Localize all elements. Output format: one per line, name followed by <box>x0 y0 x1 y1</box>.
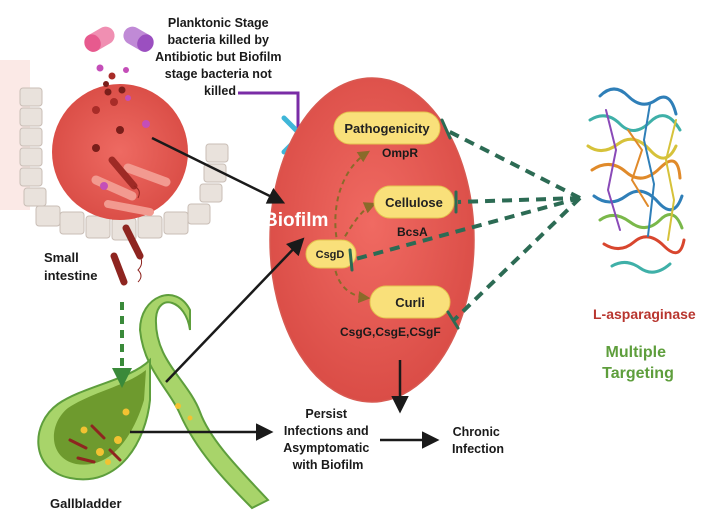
cellulose-label: Cellulose <box>385 195 443 210</box>
planktonic-note: Planktonic Stage bacteria killed by Anti… <box>155 16 285 98</box>
csg-genes-label: CsgG,CsgE,CSgF <box>340 325 441 339</box>
curli-label: Curli <box>395 295 425 310</box>
gallbladder-label: Gallbladder <box>50 496 122 511</box>
small-intestine-label: Small intestine <box>44 250 97 283</box>
pathogenicity-pill: Pathogenicity <box>333 111 441 145</box>
planktonic-line-2: bacteria killed by <box>168 33 269 47</box>
biofilm-ellipse <box>269 77 475 403</box>
ompr-label: OmpR <box>382 146 418 160</box>
cellulose-pill: Cellulose <box>373 185 455 219</box>
inhibition-lines <box>351 128 582 322</box>
pathogenicity-label: Pathogenicity <box>344 121 430 136</box>
planktonic-line-4: stage bacteria not <box>165 67 273 81</box>
chronic-infection-label: Chronic Infection <box>452 425 504 456</box>
curli-pill: Curli <box>369 285 451 319</box>
l-asparaginase-protein-icon <box>586 87 686 274</box>
persist-label: Persist Infections and Asymptomatic with… <box>283 407 373 472</box>
l-asparaginase-label: L-asparaginase <box>593 306 696 322</box>
inhibition-bars <box>348 118 460 330</box>
multiple-targeting-label: Multiple Targeting <box>602 344 674 382</box>
flow-arrows <box>130 136 440 449</box>
planktonic-line-3: Antibiotic but Biofilm <box>155 50 281 64</box>
antibiotic-capsules-icon <box>84 26 154 87</box>
csgd-pill: CsgD <box>305 239 357 269</box>
gallbladder-illustration <box>37 294 270 510</box>
csgd-label: CsgD <box>316 249 345 261</box>
small-intestine-illustration <box>0 60 229 286</box>
planktonic-line-5: killed <box>204 84 236 98</box>
planktonic-line-1: Planktonic Stage <box>168 16 269 30</box>
svg-text:Planktonic Stage bacteri: Planktonic Stage bacteria killed by Anti… <box>155 16 285 98</box>
bcsa-label: BcsA <box>397 225 428 239</box>
biofilm-label: Biofilm <box>264 210 328 231</box>
